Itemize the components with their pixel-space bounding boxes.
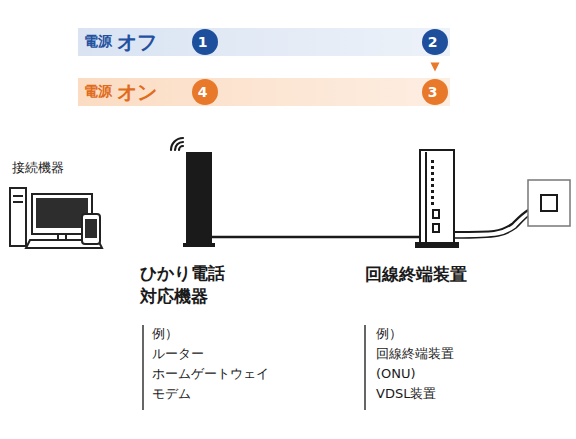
step-number: 4 xyxy=(198,84,208,100)
device-label: 回線終端装置 xyxy=(365,264,467,284)
onu-icon xyxy=(416,150,458,247)
step-arrow xyxy=(431,63,440,72)
example-item: 例） xyxy=(376,326,402,342)
power-band: 電源オフ 1 2 xyxy=(78,28,450,56)
device-label: ひかり電話 対応機器 xyxy=(140,262,240,308)
step-circle: 1 xyxy=(192,29,218,55)
step-circle: 2 xyxy=(422,29,448,55)
example-item: モデム xyxy=(152,386,191,402)
example-item: 回線終端装置 xyxy=(376,346,454,362)
power-label: オン xyxy=(117,79,157,106)
example-item: ホームゲートウェイ xyxy=(152,366,269,382)
router-icon xyxy=(171,138,215,247)
power-label: オフ xyxy=(117,29,157,56)
wall-outlet-icon xyxy=(528,180,570,226)
step-number: 1 xyxy=(198,34,208,50)
list-bar xyxy=(364,325,366,410)
list-bar xyxy=(142,325,144,410)
step-circle: 4 xyxy=(192,79,218,105)
device-label: 接続機器 xyxy=(12,160,64,176)
power-band: 電源オン 4 3 xyxy=(78,78,450,106)
example-item: ルーター xyxy=(152,346,204,362)
step-number: 3 xyxy=(428,84,438,100)
example-item: (ONU) xyxy=(376,366,416,382)
power-label: 電源 xyxy=(84,33,112,51)
cable xyxy=(212,236,420,239)
connected-devices-icon xyxy=(10,188,102,248)
step-circle: 3 xyxy=(422,79,448,105)
power-label: 電源 xyxy=(84,83,112,101)
step-number: 2 xyxy=(428,34,438,50)
example-item: 例） xyxy=(152,326,178,342)
example-item: VDSL装置 xyxy=(376,386,436,402)
